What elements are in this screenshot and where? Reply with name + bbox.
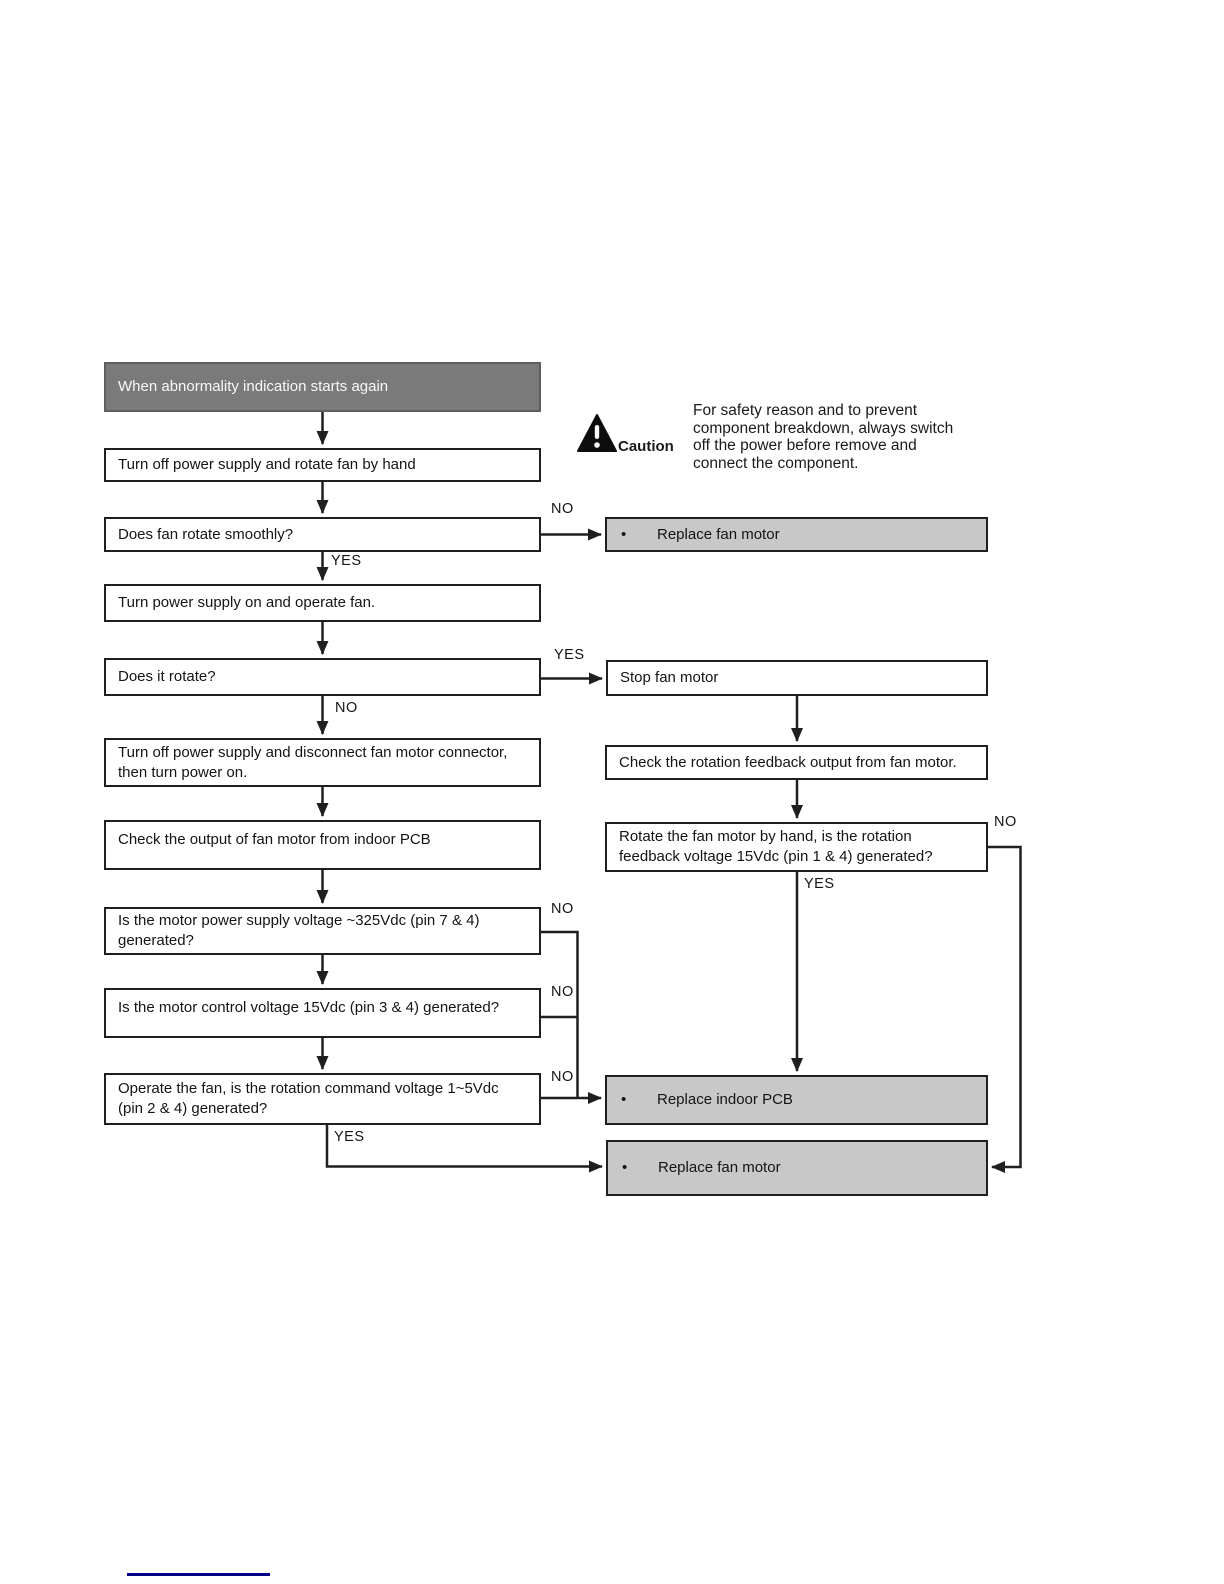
edge-label-no-does-it-rotate: NO xyxy=(335,700,358,716)
node-check-output-indoor-pcb: Check the output of fan motor from indoo… xyxy=(104,820,541,870)
caution-text: For safety reason and to prevent compone… xyxy=(693,402,953,472)
node-replace-fan-motor-bottom-label: Replace fan motor xyxy=(658,1159,781,1176)
bullet-icon: • xyxy=(622,1159,628,1176)
edge-label-yes-does-it-rotate: YES xyxy=(554,647,585,663)
node-turn-off-rotate-by-hand-label: Turn off power supply and rotate fan by … xyxy=(118,456,416,473)
node-does-fan-rotate-smoothly-label: Does fan rotate smoothly? xyxy=(118,525,294,543)
footer-link-underline[interactable] xyxy=(127,1573,270,1576)
edge-label-yes-command-voltage: YES xyxy=(334,1129,365,1145)
node-motor-control-voltage-label: Is the motor control voltage 15Vdc (pin … xyxy=(118,999,500,1016)
edge-label-no-feedback-voltage: NO xyxy=(994,814,1017,830)
edge-label-yes-rotate-smoothly: YES xyxy=(331,553,362,569)
node-does-it-rotate-label: Does it rotate? xyxy=(118,668,216,685)
caution-text-line: component breakdown, always switch xyxy=(693,419,954,437)
caution-text-line: connect the component. xyxy=(693,454,859,472)
bullet-icon: • xyxy=(621,1091,627,1108)
node-check-rotation-feedback: Check the rotation feedback output from … xyxy=(605,745,988,780)
edge-label-yes-feedback-voltage: YES xyxy=(804,876,835,892)
node-turn-power-on-operate: Turn power supply on and operate fan. xyxy=(104,584,541,622)
node-replace-fan-motor-top: • Replace fan motor xyxy=(605,517,988,552)
bullet-icon: • xyxy=(621,525,627,543)
node-replace-indoor-pcb: • Replace indoor PCB xyxy=(605,1075,988,1125)
node-motor-power-supply-voltage-label: Is the motor power supply voltage ~325Vd… xyxy=(118,912,480,949)
node-turn-power-on-operate-label: Turn power supply on and operate fan. xyxy=(118,594,376,611)
caution-text-line: off the power before remove and xyxy=(693,437,917,454)
edge-label-no-command-voltage: NO xyxy=(551,1069,574,1085)
node-rotation-feedback-voltage-label: Rotate the fan motor by hand, is the rot… xyxy=(619,828,933,865)
node-does-fan-rotate-smoothly: Does fan rotate smoothly? xyxy=(104,517,541,552)
caution-warning-icon xyxy=(577,414,617,461)
node-rotation-command-voltage-label: Operate the fan, is the rotation command… xyxy=(118,1080,499,1117)
node-motor-control-voltage: Is the motor control voltage 15Vdc (pin … xyxy=(104,988,541,1038)
node-start-label: When abnormality indication starts again xyxy=(118,378,389,395)
edge-label-no-control-voltage: NO xyxy=(551,984,574,1000)
edge-label-no-power-supply-voltage: NO xyxy=(551,901,574,917)
node-check-output-indoor-pcb-label: Check the output of fan motor from indoo… xyxy=(118,831,431,848)
node-motor-power-supply-voltage: Is the motor power supply voltage ~325Vd… xyxy=(104,907,541,955)
node-replace-fan-motor-bottom: • Replace fan motor xyxy=(606,1140,988,1196)
node-rotation-feedback-voltage: Rotate the fan motor by hand, is the rot… xyxy=(605,822,988,872)
node-disconnect-fan-motor-connector: Turn off power supply and disconnect fan… xyxy=(104,738,541,787)
node-rotation-command-voltage: Operate the fan, is the rotation command… xyxy=(104,1073,541,1125)
node-replace-indoor-pcb-label: Replace indoor PCB xyxy=(657,1091,793,1108)
node-turn-off-rotate-by-hand: Turn off power supply and rotate fan by … xyxy=(104,448,541,482)
node-stop-fan-motor-label: Stop fan motor xyxy=(620,669,719,686)
node-check-rotation-feedback-label: Check the rotation feedback output from … xyxy=(619,753,957,771)
node-disconnect-fan-motor-connector-label: Turn off power supply and disconnect fan… xyxy=(118,743,508,781)
node-stop-fan-motor: Stop fan motor xyxy=(606,660,988,696)
caution-text-line: For safety reason and to prevent xyxy=(693,402,918,419)
caution-label: Caution xyxy=(618,438,674,455)
node-start: When abnormality indication starts again xyxy=(104,362,541,412)
node-replace-fan-motor-top-label: Replace fan motor xyxy=(657,525,780,543)
edge-label-no-rotate-smoothly: NO xyxy=(551,501,574,517)
node-does-it-rotate: Does it rotate? xyxy=(104,658,541,696)
